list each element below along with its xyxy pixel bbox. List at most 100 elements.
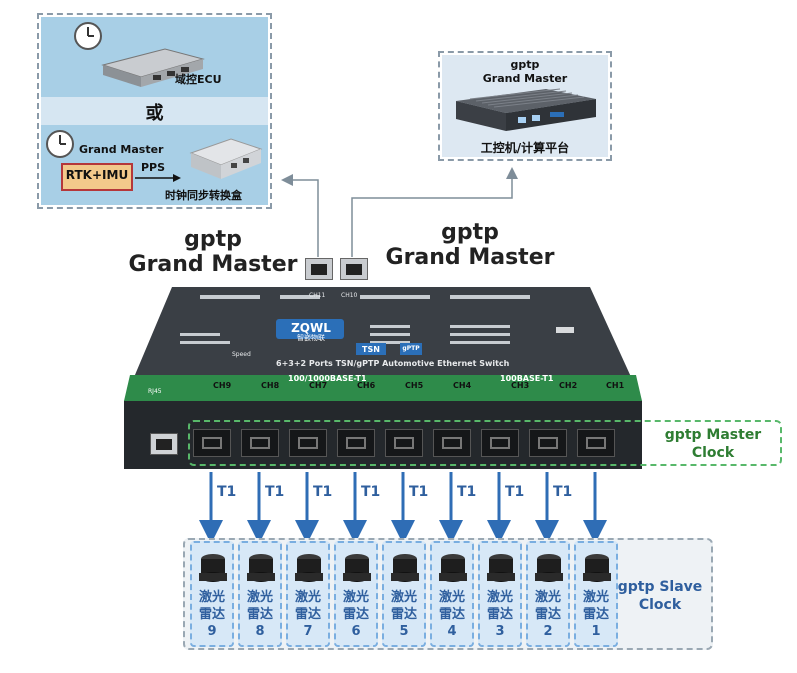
lidar-icon [199,554,227,582]
ch-label-row: CH9 CH8 CH7 CH6 CH5 CH4 CH3 CH2 CH1 [0,381,797,393]
lidar-card: 激光 雷达 2 [526,541,570,647]
lidar-icon [391,554,419,582]
lidar-line1: 激光 [198,590,225,605]
lidar-icon [295,554,323,582]
lidar-line1: 激光 [582,590,609,605]
lidar-icon [583,554,611,582]
t1-port-ch2[interactable] [529,429,567,457]
industrial-pc-image [456,88,596,131]
rj45-port-ch10[interactable] [340,258,368,280]
ch5-label: CH5 [405,381,424,390]
lidar-line1: 激光 [246,590,273,605]
gptp-badge: gPTP [402,345,420,352]
t1-port-ch4[interactable] [433,429,471,457]
t1-port-ch3[interactable] [481,429,519,457]
lidar-card: 激光 雷达 6 [334,541,378,647]
sync-box-image [189,138,263,179]
t1-port-ch8[interactable] [241,429,279,457]
lidar-icon [247,554,275,582]
clock-icon [46,130,74,158]
pps-label: PPS [141,161,166,174]
lidar-line2: 雷达 [582,607,609,622]
t1-label: T1 [409,484,429,500]
gm-left-line2: Grand Master [128,252,298,277]
sync-box-label: 时钟同步转换盒 [165,189,242,202]
lidar-card: 激光 雷达 5 [382,541,426,647]
lidar-number: 1 [591,624,601,639]
lidar-card: 激光 雷达 8 [238,541,282,647]
lidar-card: 激光 雷达 1 [574,541,618,647]
lidar-line2: 雷达 [486,607,513,622]
t1-label: T1 [457,484,477,500]
lidar-card: 激光 雷达 7 [286,541,330,647]
lidar-line2: 雷达 [390,607,417,622]
t1-port-ch1[interactable] [577,429,615,457]
ch3-label: CH3 [511,381,530,390]
band-100-label: 100BASE-T1 [500,374,554,383]
lidar-number: 7 [303,624,313,639]
lidar-line1: 激光 [438,590,465,605]
or-label: 或 [145,103,164,124]
tsn-badge: TSN [362,345,380,354]
ch8-label: CH8 [261,381,280,390]
rtk-imu-box [61,163,133,191]
pps-arrow [135,174,181,182]
lidar-number: 8 [255,624,265,639]
lidar-number: 6 [351,624,361,639]
t1-label: T1 [553,484,573,500]
lidar-number: 9 [207,624,217,639]
lidar-line1: 激光 [390,590,417,605]
lidar-card: 激光 雷达 9 [190,541,234,647]
tr-grand-master-label: Grand Master [482,72,568,85]
slave-clock-line2: Clock [638,597,682,613]
t1-port-ch7[interactable] [289,429,327,457]
ch6-label: CH6 [357,381,376,390]
gm-right-label: gptp Grand Master [385,220,555,270]
t1-label: T1 [217,484,237,500]
lidar-line2: 雷达 [438,607,465,622]
top-ch10-label: CH10 [341,292,358,299]
lidar-line2: 雷达 [342,607,369,622]
t1-port-ch6[interactable] [337,429,375,457]
lidar-card: 激光 雷达 4 [430,541,474,647]
pc-label: 工控机/计算平台 [480,141,570,155]
lidar-card: 激光 雷达 3 [478,541,522,647]
lidar-number: 2 [543,624,553,639]
lidar-line2: 雷达 [198,607,225,622]
ch9-label: CH9 [213,381,232,390]
rtk-imu-label: RTK+IMU [65,168,129,182]
ch4-label: CH4 [453,381,472,390]
lidar-number: 4 [447,624,457,639]
lidar-line1: 激光 [342,590,369,605]
t1-port-ch9[interactable] [193,429,231,457]
t1-arrows [199,472,607,540]
rj45-port-ch11[interactable] [305,258,333,280]
gm-right-line2: Grand Master [385,245,555,270]
rj45-front-port[interactable] [150,433,178,455]
link-line-ecu [281,174,319,257]
ecu-label: 域控ECU [175,73,222,86]
t1-label: T1 [265,484,285,500]
switch-brand-label: ZQWL [291,321,331,335]
master-clock-label: gptp Master Clock [648,426,778,462]
band-1000-label: 100/1000BASE-T1 [288,374,367,383]
slave-clock-line1: gptp Slave [617,579,703,595]
clock-icon [74,22,102,50]
switch-body [124,287,642,469]
switch-title: 6+3+2 Ports TSN/gPTP Automotive Ethernet… [276,359,510,368]
gm-left-label: gptp Grand Master [128,227,298,277]
lidar-number: 3 [495,624,505,639]
lidar-line2: 雷达 [294,607,321,622]
switch-brand-cn: 智嵌物联 [297,334,325,342]
master-clock-line1: gptp Master [664,427,762,443]
lidar-line2: 雷达 [246,607,273,622]
link-line-pc [351,167,518,257]
lidar-icon [487,554,515,582]
t1-port-ch5[interactable] [385,429,423,457]
master-clock-line2: Clock [691,445,735,461]
ecu-device-image [101,48,205,87]
t1-label: T1 [505,484,525,500]
ch2-label: CH2 [559,381,578,390]
lidar-line1: 激光 [534,590,561,605]
